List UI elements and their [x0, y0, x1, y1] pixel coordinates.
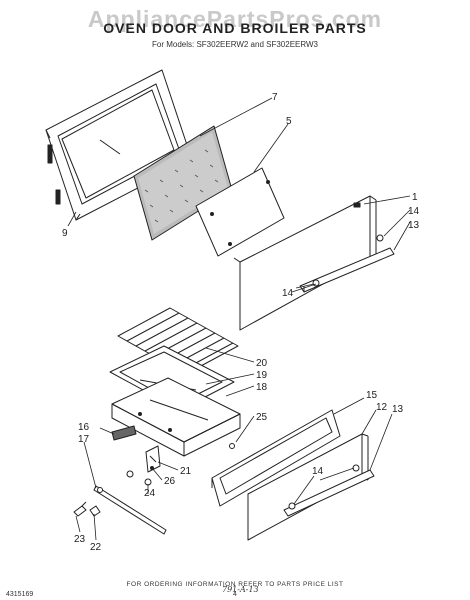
broiler-drawer-part [111, 377, 241, 457]
callout-9: 9 [62, 228, 68, 239]
outer-oven-door-part [233, 195, 395, 331]
fastener-screw-part [73, 501, 87, 517]
callout-5: 5 [286, 116, 292, 127]
watermark: AppliancePartsPros.com [87, 6, 383, 32]
handwritten-note: 791-A-13 [222, 585, 259, 594]
callout-14-broiler: 14 [312, 466, 324, 477]
callout-22: 22 [90, 542, 102, 553]
callout-23: 23 [74, 534, 86, 545]
ordering-note: FOR ORDERING INFORMATION REFER TO PARTS … [126, 581, 344, 588]
callout-26: 26 [164, 476, 176, 487]
callout-12: 12 [376, 402, 388, 413]
broiler-door-inner-panel-part [211, 409, 341, 507]
callout-20: 20 [256, 358, 268, 369]
callout-14-handle: 14 [282, 288, 294, 299]
fastener-nut-part [89, 505, 101, 517]
broiler-label-part [111, 425, 137, 441]
page-title: OVEN DOOR AND BROILER PARTS [103, 20, 367, 36]
callout-14-door: 14 [408, 206, 420, 217]
callout-24: 24 [144, 488, 156, 499]
callout-18: 18 [256, 382, 268, 393]
callout-19: 19 [256, 370, 268, 381]
drawer-bracket-part [145, 445, 161, 473]
callout-15: 15 [366, 390, 378, 401]
page-subtitle: For Models: SF302EERW2 and SF302EERW3 [152, 40, 318, 49]
callout-13-door: 13 [408, 220, 420, 231]
inner-door-frame-part [45, 69, 193, 221]
callout-7: 7 [272, 92, 278, 103]
callout-1: 1 [412, 192, 418, 203]
callout-21: 21 [180, 466, 192, 477]
page-number: 4 [233, 591, 237, 598]
callout-25: 25 [256, 412, 268, 423]
callout-13-broiler: 13 [392, 404, 404, 415]
slide-rail-part [93, 485, 167, 535]
door-liner-panel-part [195, 167, 285, 257]
broiler-outer-door-part [247, 433, 375, 541]
callout-17: 17 [78, 434, 90, 445]
callout-16: 16 [78, 422, 90, 433]
callout-labels: 7 5 1 14 13 14 9 20 19 18 25 16 17 21 26… [62, 92, 420, 553]
drawer-screw-part [229, 443, 235, 449]
document-number: 4315169 [6, 591, 34, 598]
clip-part [126, 470, 152, 486]
callout-leader-lines [67, 97, 411, 541]
